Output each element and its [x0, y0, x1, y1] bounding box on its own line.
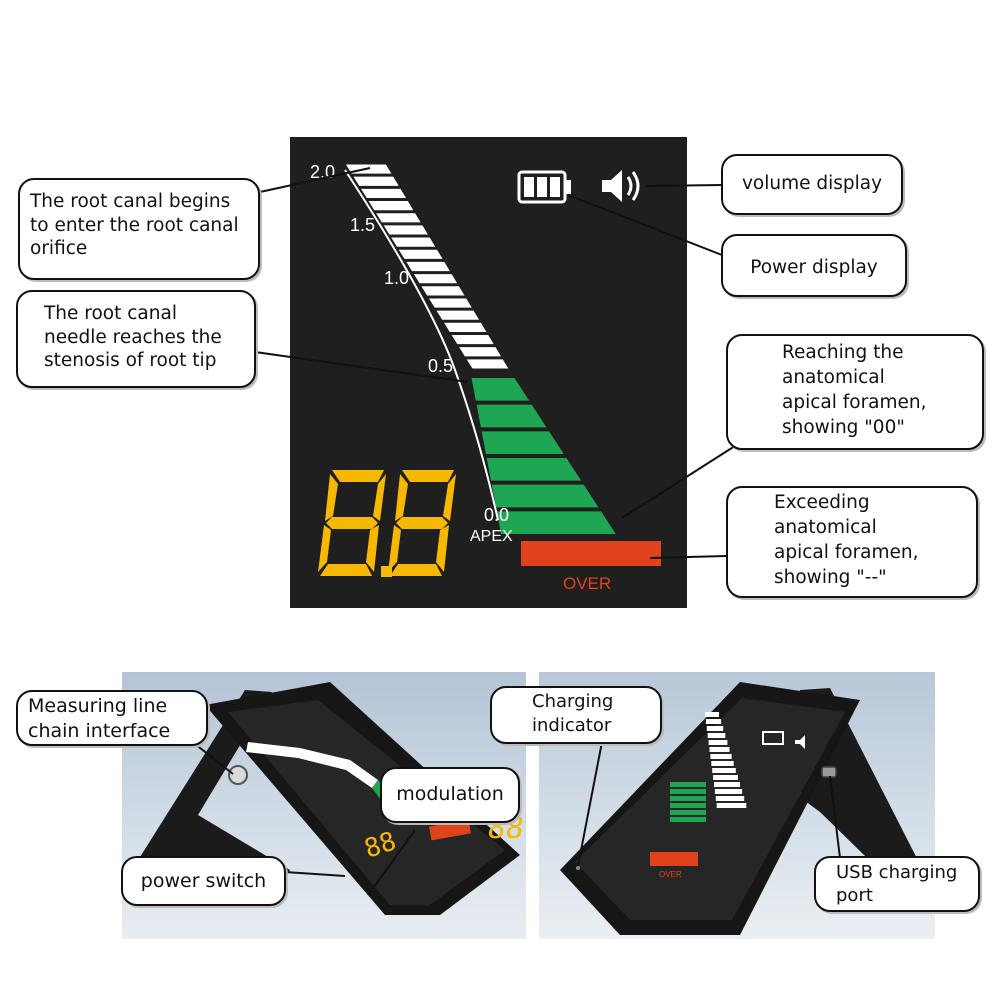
mini-scale-bar-white — [712, 768, 736, 773]
callout-measuring-line: Measuring line chain interface — [16, 690, 208, 746]
digit-segment — [332, 470, 384, 482]
over-label: OVER — [563, 574, 611, 593]
scale-bar-over — [521, 541, 661, 566]
mini-scale-bar-white — [708, 740, 728, 745]
speaker-volume-icon — [602, 170, 640, 202]
scale-bar-white — [398, 249, 443, 259]
digit-segment — [388, 525, 401, 572]
mini-scale-bar-green — [670, 789, 706, 794]
scale-bar-green — [486, 458, 582, 481]
scale-curve — [344, 169, 499, 521]
battery-icon — [517, 170, 571, 204]
digit-segment — [390, 564, 442, 576]
apex-label: APEX — [470, 528, 513, 545]
scale-bar-white — [353, 176, 399, 186]
scale-bar-white — [428, 298, 472, 308]
callout-volume-display: volume display — [721, 154, 903, 215]
callout-apical-foramen: Reaching the anatomical apical foramen, … — [726, 334, 984, 450]
mini-scale-bar-white — [711, 761, 734, 766]
scale-bar-white — [376, 213, 421, 223]
callout-charging-indicator: Charging indicator — [490, 686, 662, 744]
mini-scale-bar-white — [707, 733, 726, 738]
mini-scale-bar-green — [670, 796, 706, 801]
callout-root-canal-orifice: The root canal begins to enter the root … — [18, 178, 260, 280]
tick-label-1-5: 1.5 — [350, 215, 375, 235]
scale-bar-white — [368, 201, 414, 211]
mini-scale-bar-green — [670, 810, 706, 815]
mini-scale-bar-white — [713, 775, 738, 780]
lcd-scale-bars — [345, 164, 661, 566]
mini-scale-bar-white — [705, 719, 722, 724]
tick-label-1-0: 1.0 — [384, 268, 409, 288]
digit-segment — [325, 474, 338, 521]
device-photo-left: 88 — [122, 672, 526, 939]
mini-scale-bar-green — [670, 803, 706, 808]
digit-segment — [395, 474, 408, 521]
scale-bar-white — [391, 237, 436, 247]
digit-segment — [402, 470, 454, 482]
scale-bar-white — [451, 334, 494, 345]
digit-segment — [443, 474, 456, 521]
mini-scale-bar-white — [716, 803, 747, 808]
mini-scale-bar-white — [706, 726, 724, 731]
scale-bar-green — [471, 378, 530, 401]
scale-bar-green — [496, 511, 616, 534]
mini-scale-bar-white — [714, 782, 740, 787]
digit-segment — [318, 525, 331, 572]
callout-modulation: modulation — [380, 767, 520, 823]
digit-segment — [396, 517, 448, 529]
tick-label-0-5: 0.5 — [428, 356, 453, 376]
scale-bar-white — [421, 286, 465, 296]
svg-text:OVER: OVER — [659, 870, 682, 879]
mini-scale-bar-green — [670, 782, 706, 787]
scale-bar-white — [361, 188, 407, 199]
mini-scale-bar-white — [710, 754, 732, 759]
digit-segment — [366, 525, 379, 572]
scale-bar-white — [444, 322, 487, 332]
scale-bar-white — [436, 310, 480, 320]
photo-callout-connectors — [189, 739, 841, 896]
mini-scale-bar-white — [709, 747, 730, 752]
callout-power-switch: power switch — [121, 856, 286, 906]
seven-segment-display — [318, 470, 456, 577]
digit-decimal-point — [381, 566, 392, 577]
callout-connectors — [254, 167, 761, 559]
scale-bar-white — [413, 274, 458, 284]
scale-bar-white — [459, 347, 501, 357]
mini-scale-bar-white — [715, 796, 745, 801]
scale-bar-green — [476, 404, 547, 428]
digit-segment — [320, 564, 372, 576]
callout-usb-port: USB charging port — [814, 856, 980, 912]
mini-scale-bar-green — [670, 817, 706, 822]
mini-scale-bar-white — [705, 712, 719, 717]
callout-stenosis: The root canal needle reaches the stenos… — [16, 290, 256, 388]
tick-label-0-0: 0.0 — [484, 505, 509, 525]
scale-bar-white — [383, 225, 428, 235]
callout-power-display: Power display — [721, 234, 907, 297]
digit-segment — [436, 525, 449, 572]
scale-bar-green — [491, 484, 599, 508]
scale-bar-white — [466, 359, 509, 369]
mini-scale-bar-white — [714, 789, 743, 794]
callout-exceeding: Exceeding anatomical apical foramen, sho… — [726, 486, 978, 598]
digit-segment — [373, 474, 386, 521]
scale-bar-green — [481, 431, 564, 454]
scale-bar-white — [406, 261, 450, 272]
digit-segment — [326, 517, 378, 529]
